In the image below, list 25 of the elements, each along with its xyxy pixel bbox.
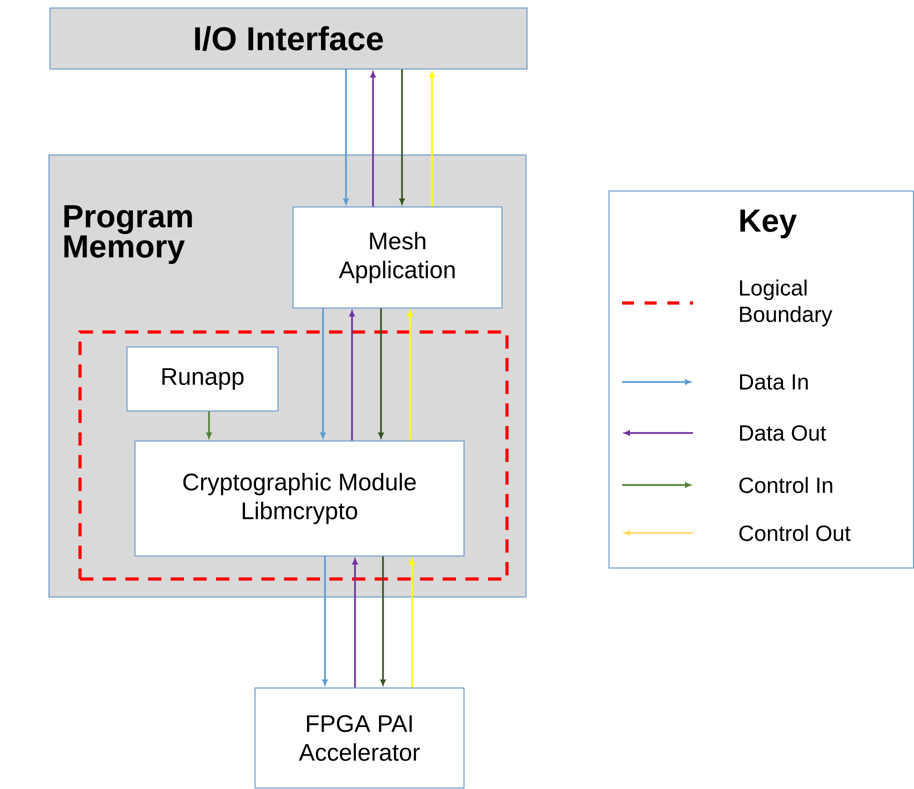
legend-text: Data In <box>740 374 808 390</box>
arrow <box>343 70 349 204</box>
arrow <box>206 412 212 438</box>
key-title: Key <box>740 210 797 238</box>
arrow <box>349 310 355 440</box>
arrow <box>380 556 386 686</box>
arrow <box>352 558 358 688</box>
runapp-box: Runapp <box>126 346 279 412</box>
arrow <box>399 70 405 204</box>
arrow <box>322 556 328 686</box>
legend-text: Control In <box>739 476 832 494</box>
arrow <box>320 308 326 438</box>
accelerator-box: FPGA PAI Accelerator <box>254 687 465 789</box>
legend-text: Control Out <box>739 524 851 542</box>
module-box: Cryptographic Module Libmcrypto <box>134 440 465 557</box>
logical-boundary <box>78 330 509 581</box>
arrow <box>409 558 415 688</box>
legend-text: Logical Boundary <box>740 280 832 326</box>
arrow <box>407 310 413 440</box>
application-box: Mesh Application <box>292 206 503 309</box>
arrow <box>378 308 384 438</box>
arrow <box>370 72 376 206</box>
legend-text: Data Out <box>740 425 826 441</box>
interface-box: I/O Interface <box>49 7 528 70</box>
arrow <box>429 72 435 206</box>
